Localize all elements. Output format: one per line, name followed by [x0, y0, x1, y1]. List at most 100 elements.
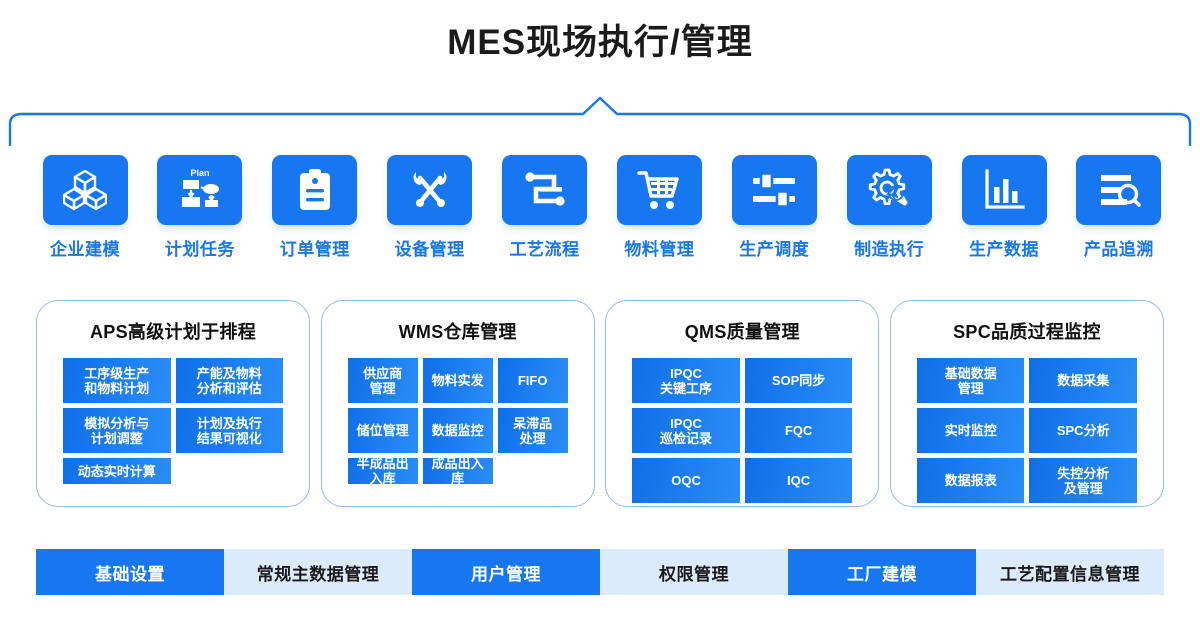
bracket-connector — [8, 96, 1192, 148]
cubes-3d-icon — [42, 155, 128, 225]
panel-cell[interactable]: 实时监控 — [916, 408, 1025, 453]
panel-cell-label: FIFO — [517, 373, 548, 388]
panel-cell-label: 产能及物料 分析和评估 — [196, 365, 262, 396]
panel-cell-label: 基础数据 管理 — [944, 365, 997, 396]
panel-cell[interactable]: 数据采集 — [1029, 358, 1137, 403]
plan-flowchart-icon: Plan — [157, 155, 243, 225]
panel-cell-label: 工序级生产 和物料计划 — [84, 365, 150, 396]
panel-cell-label: FQC — [784, 423, 813, 438]
panel-qms: QMS质量管理 IPQC 关键工序 SOP同步 IPQC 巡检记录 FQC OQ… — [605, 300, 880, 507]
panel-cell-label: 实时监控 — [944, 423, 997, 438]
module-tile-label: 生产数据 — [969, 240, 1039, 259]
panel-cell[interactable]: OQC — [632, 458, 740, 503]
panel-title: SPC品质过程监控 — [953, 322, 1101, 342]
module-tile-equipment-management[interactable]: 设备管理 — [383, 155, 477, 260]
panel-cell[interactable]: FIFO — [497, 358, 568, 403]
shopping-cart-icon — [616, 155, 702, 225]
panel-cell-label: 模拟分析与 计划调整 — [84, 415, 150, 446]
foundation-item-permission-management[interactable]: 权限管理 — [600, 549, 788, 595]
foundation-bar: 基础设置 常规主数据管理 用户管理 权限管理 工厂建模 工艺配置信息管理 — [36, 549, 1164, 595]
process-flow-icon — [502, 155, 587, 225]
panel-cell[interactable]: 产能及物料 分析和评估 — [175, 358, 283, 403]
module-tile-process-flow[interactable]: 工艺流程 — [498, 155, 592, 260]
panel-cell[interactable]: IPQC 巡检记录 — [632, 408, 740, 453]
panel-cell-label: 动态实时计算 — [77, 463, 156, 479]
panel-cell-label: 计划及执行 结果可视化 — [196, 415, 262, 446]
panel-cell[interactable]: 失控分析 及管理 — [1029, 458, 1137, 503]
module-tile-label: 生产调度 — [739, 240, 810, 259]
panel-cell-label: IQC — [787, 473, 811, 488]
foundation-item-process-config[interactable]: 工艺配置信息管理 — [976, 549, 1164, 595]
panel-cell[interactable]: 供应商 管理 — [347, 358, 418, 403]
sliders-icon — [731, 155, 817, 225]
panel-cell-label: 失控分析 及管理 — [1057, 465, 1110, 496]
panel-cell[interactable]: 计划及执行 结果可视化 — [175, 408, 283, 453]
module-icon-row: 企业建模 Plan 计划任务 — [38, 155, 1166, 260]
panel-wms: WMS仓库管理 供应商 管理 物料实发 FIFO 储位管理 数据监控 呆滞品 处… — [320, 300, 595, 507]
foundation-item-basic-settings[interactable]: 基础设置 — [36, 549, 224, 595]
panel-cell[interactable]: IQC — [744, 458, 853, 503]
foundation-item-factory-modeling[interactable]: 工厂建模 — [788, 549, 976, 595]
panel-cell[interactable]: FQC — [744, 408, 853, 453]
panel-cell[interactable]: 工序级生产 和物料计划 — [63, 358, 171, 403]
module-tile-plan-task[interactable]: Plan 计划任务 — [153, 155, 247, 260]
module-tile-product-traceability[interactable]: 产品追溯 — [1072, 155, 1166, 260]
module-tile-label: 设备管理 — [394, 240, 465, 259]
panel-cell-label: SPC分析 — [1056, 423, 1110, 438]
page-title: MES现场执行/管理 — [447, 23, 753, 62]
panel-spc: SPC品质过程监控 基础数据 管理 数据采集 实时监控 SPC分析 数据报表 失… — [889, 300, 1164, 507]
panel-footer-cell[interactable]: 动态实时计算 — [63, 458, 171, 484]
bar-chart-icon — [961, 155, 1047, 225]
panel-cell-grid: 基础数据 管理 数据采集 实时监控 SPC分析 数据报表 失控分析 及管理 — [916, 358, 1137, 503]
panel-title: QMS质量管理 — [684, 322, 800, 342]
panel-cell[interactable]: 储位管理 — [347, 408, 418, 453]
panel-cell-label: 物料实发 — [431, 373, 484, 388]
panel-cell[interactable]: 物料实发 — [422, 358, 493, 403]
panel-cell[interactable]: IPQC 关键工序 — [632, 358, 740, 403]
panel-title: APS高级计划于排程 — [89, 322, 256, 342]
document-search-icon — [1076, 155, 1162, 225]
panel-cell[interactable]: 数据监控 — [422, 408, 493, 453]
panel-cell-label: 呆滞品 处理 — [513, 415, 553, 446]
module-tile-label: 计划任务 — [164, 240, 235, 259]
panel-cell-grid: 工序级生产 和物料计划 产能及物料 分析和评估 模拟分析与 计划调整 计划及执行… — [63, 358, 283, 484]
gear-wrench-icon — [846, 155, 932, 225]
panel-cell-grid: IPQC 关键工序 SOP同步 IPQC 巡检记录 FQC OQC IQC — [632, 358, 853, 503]
panel-cell[interactable]: 模拟分析与 计划调整 — [63, 408, 171, 453]
module-tile-enterprise-modeling[interactable]: 企业建模 — [38, 155, 132, 260]
panel-cell[interactable]: SOP同步 — [744, 358, 853, 403]
panel-footer-cell[interactable]: 成品出入库 — [422, 456, 493, 486]
module-panels: APS高级计划于排程 工序级生产 和物料计划 产能及物料 分析和评估 模拟分析与… — [36, 300, 1164, 507]
panel-cell[interactable]: 基础数据 管理 — [916, 358, 1025, 403]
foundation-item-master-data[interactable]: 常规主数据管理 — [224, 549, 412, 595]
module-tile-label: 工艺流程 — [509, 240, 580, 259]
panel-title: WMS仓库管理 — [398, 322, 517, 342]
panel-cell-label: IPQC 巡检记录 — [660, 415, 713, 446]
panel-cell-label: 成品出入库 — [431, 456, 484, 486]
module-tile-material-management[interactable]: 物料管理 — [612, 155, 706, 260]
panel-cell[interactable]: 呆滞品 处理 — [497, 408, 568, 453]
panel-cell-grid: 供应商 管理 物料实发 FIFO 储位管理 数据监控 呆滞品 处理 半成品出入库… — [347, 358, 568, 486]
panel-cell-label: OQC — [671, 473, 701, 488]
panel-cell-label: 半成品出入库 — [356, 456, 409, 486]
panel-cell-label: 储位管理 — [356, 423, 409, 438]
panel-cell[interactable]: 数据报表 — [916, 458, 1025, 503]
panel-aps: APS高级计划于排程 工序级生产 和物料计划 产能及物料 分析和评估 模拟分析与… — [36, 300, 310, 507]
panel-cell-label: IPQC 关键工序 — [660, 365, 713, 396]
panel-cell-label: 数据报表 — [944, 473, 997, 488]
wrench-screwdriver-icon — [387, 155, 473, 225]
module-tile-manufacturing-execution[interactable]: 制造执行 — [842, 155, 936, 260]
panel-cell[interactable]: SPC分析 — [1029, 408, 1137, 453]
foundation-item-user-management[interactable]: 用户管理 — [412, 549, 600, 595]
module-tile-production-scheduling[interactable]: 生产调度 — [727, 155, 821, 260]
module-tile-order-management[interactable]: 订单管理 — [268, 155, 362, 260]
panel-cell-label: 供应商 管理 — [363, 365, 403, 396]
module-tile-production-data[interactable]: 生产数据 — [957, 155, 1051, 260]
module-tile-label: 制造执行 — [854, 240, 925, 259]
svg-text:Plan: Plan — [190, 168, 209, 178]
module-tile-label: 产品追溯 — [1083, 240, 1154, 259]
panel-footer-cell[interactable]: 半成品出入库 — [347, 456, 418, 486]
panel-cell-label: 数据采集 — [1057, 373, 1110, 388]
bracket-icon — [8, 96, 1192, 148]
